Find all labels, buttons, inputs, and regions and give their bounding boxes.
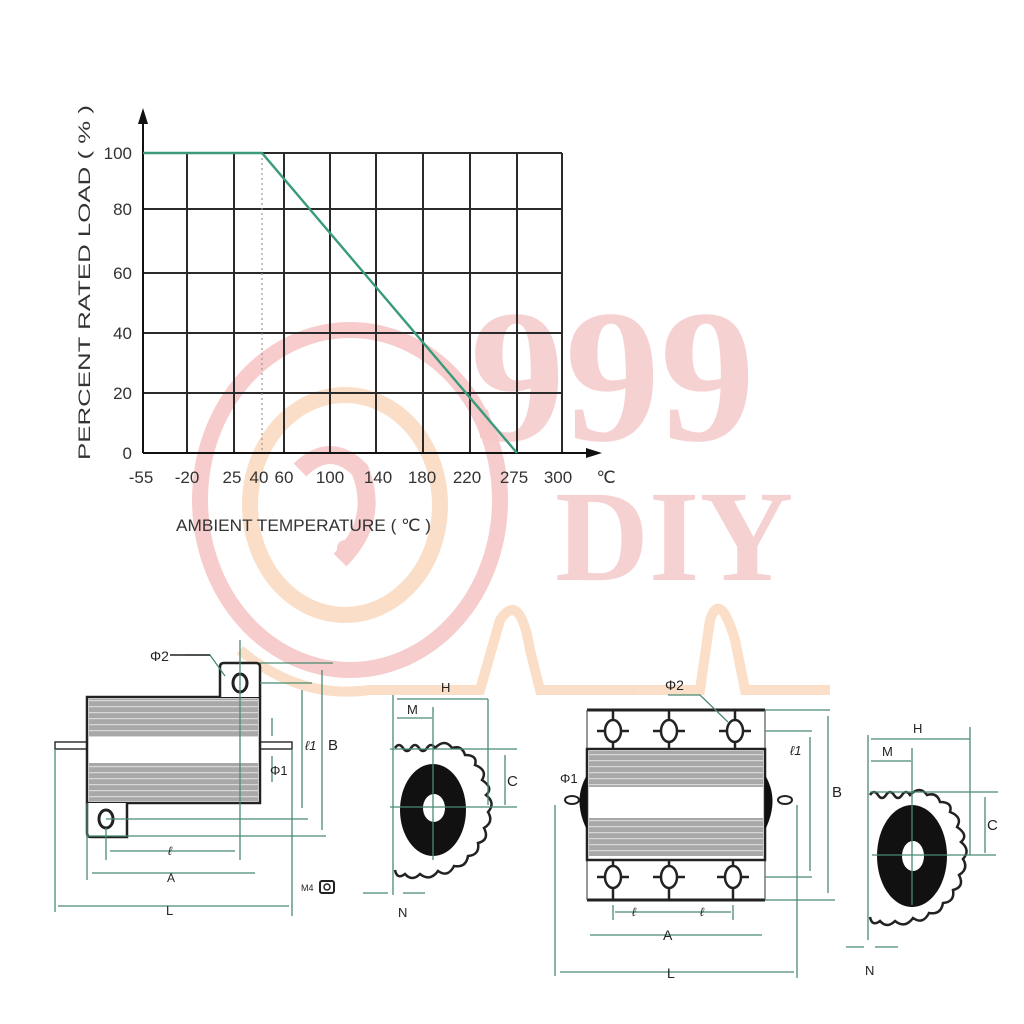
label-phi1: Φ1 [560, 771, 578, 786]
label-a: A [663, 927, 673, 943]
label-l-pitch: ℓ [168, 844, 173, 858]
label-l-pitch-1: ℓ [632, 905, 637, 919]
x-tick: 220 [453, 468, 481, 487]
y-tick: 20 [113, 384, 132, 403]
y-tick: 40 [113, 324, 132, 343]
x-tick: 100 [316, 468, 344, 487]
label-b: B [328, 737, 338, 754]
x-unit-label: ℃ [596, 468, 615, 487]
y-tick: 60 [113, 264, 132, 283]
label-L: L [667, 965, 675, 981]
label-phi2: Φ2 [150, 648, 169, 664]
y-tick: 80 [113, 200, 132, 219]
x-axis-arrow [586, 448, 602, 458]
x-axis-title: AMBIENT TEMPERATURE ( ℃ ) [176, 516, 431, 535]
label-l1: ℓ1 [305, 738, 316, 753]
label-m: M [407, 702, 418, 717]
derating-curve [143, 151, 518, 454]
x-tick: 60 [275, 468, 294, 487]
label-h: H [441, 680, 450, 695]
y-tick-labels: 100 80 60 40 20 0 [104, 144, 132, 463]
label-h: H [913, 721, 922, 736]
x-tick: -55 [129, 468, 154, 487]
label-b: B [832, 784, 842, 801]
x-tick: 180 [408, 468, 436, 487]
label-m: M [882, 744, 893, 759]
y-tick: 100 [104, 144, 132, 163]
y-tick: 0 [123, 444, 132, 463]
x-tick: 300 [544, 468, 572, 487]
label-screw: M4 [301, 883, 314, 893]
label-n: N [865, 963, 874, 978]
label-n: N [398, 905, 407, 920]
grid-vertical [186, 153, 563, 453]
x-tick-labels: -55 -20 25 40 60 100 140 180 220 275 300… [129, 468, 616, 487]
label-a: A [167, 871, 175, 885]
right-front-view: Φ2 Φ1 ℓ1 B ℓ ℓ A L [554, 677, 842, 981]
label-l-pitch-2: ℓ [700, 905, 705, 919]
x-tick: -20 [175, 468, 200, 487]
label-phi1: Φ1 [270, 763, 288, 778]
y-axis-title: PERCENT RATED LOAD ( % ) [75, 105, 94, 460]
label-phi2: Φ2 [665, 677, 684, 693]
mounting-holes [597, 710, 751, 900]
x-tick: 275 [500, 468, 528, 487]
x-tick: 140 [364, 468, 392, 487]
left-front-view: Φ2 Φ1 ℓ1 B ℓ A L M4 [54, 640, 338, 918]
nut-icon [319, 880, 335, 894]
label-l1: ℓ1 [790, 743, 801, 758]
x-tick: 25 [223, 468, 242, 487]
left-side-view: H M C N [363, 680, 518, 920]
label-L: L [166, 903, 173, 918]
label-c: C [507, 773, 518, 790]
watermark-diy: DIY [555, 465, 793, 609]
x-tick: 40 [250, 468, 269, 487]
label-c: C [987, 817, 998, 834]
right-side-view: H M C N [846, 721, 998, 978]
y-axis-arrow [138, 108, 148, 124]
